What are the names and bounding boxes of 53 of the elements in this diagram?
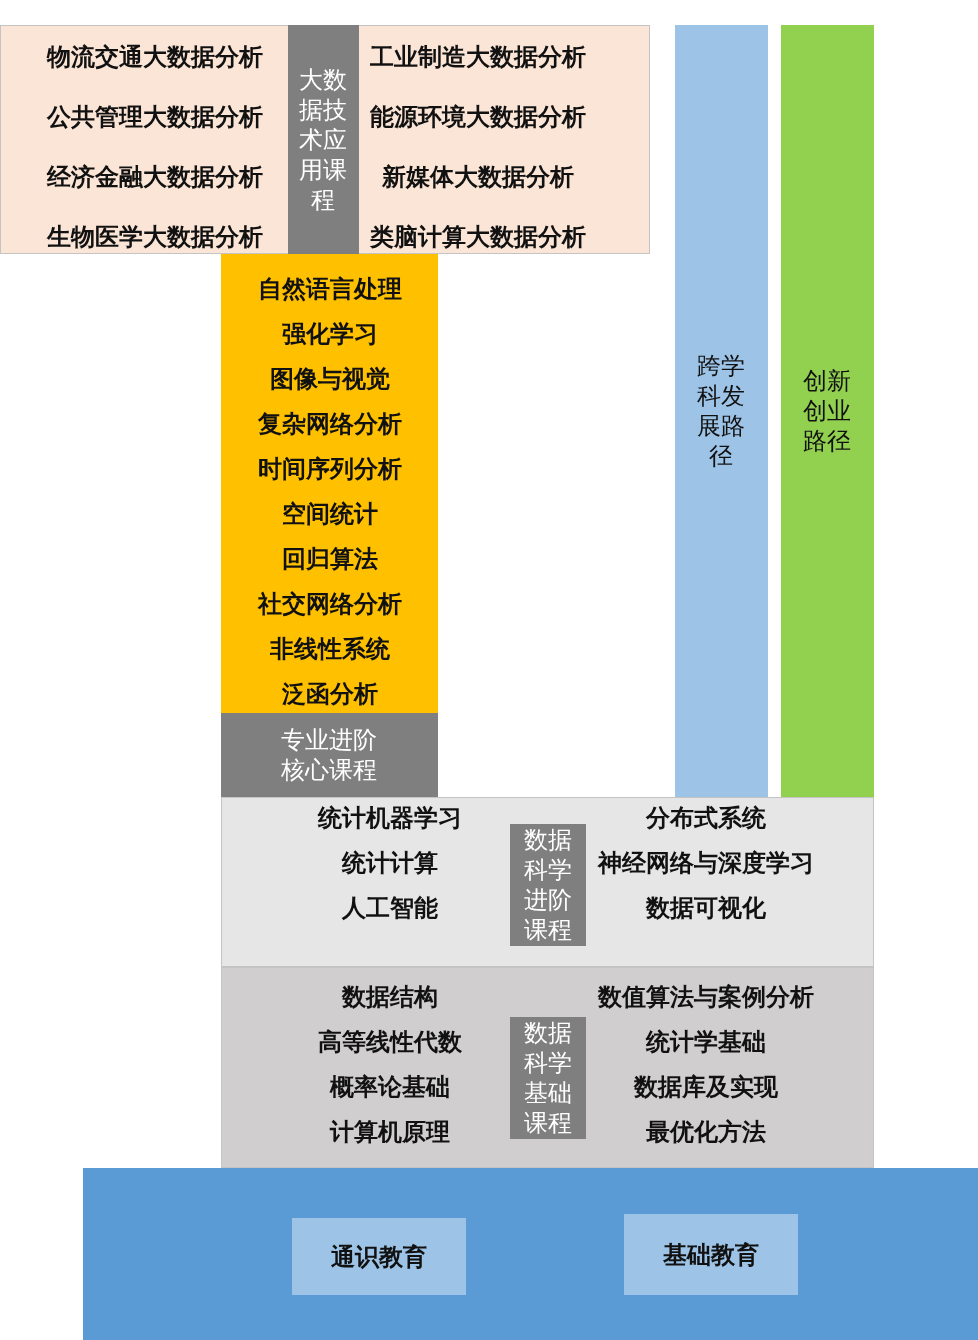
course-name: 时间序列分析 <box>258 454 402 484</box>
course-name: 类脑计算大数据分析 <box>370 222 586 252</box>
course-name: 人工智能 <box>342 893 438 923</box>
pathway-label: 创新创业路径 <box>802 366 853 456</box>
course-name: 分布式系统 <box>646 803 766 833</box>
course-name: 神经网络与深度学习 <box>598 848 814 878</box>
category-tag <box>221 713 438 797</box>
education-label: 基础教育 <box>663 1239 759 1270</box>
course-name: 概率论基础 <box>330 1072 450 1102</box>
course-name: 社交网络分析 <box>258 589 402 619</box>
course-name: 新媒体大数据分析 <box>382 162 574 192</box>
education-label: 通识教育 <box>331 1241 427 1272</box>
course-name: 公共管理大数据分析 <box>47 102 263 132</box>
course-name: 自然语言处理 <box>258 274 402 304</box>
pathway-label: 跨学科发展路径 <box>696 351 747 471</box>
category-tag <box>510 1017 586 1139</box>
course-band <box>0 25 650 254</box>
course-name: 空间统计 <box>282 499 378 529</box>
education-box <box>624 1214 798 1295</box>
category-label: 大数据技术应用课程 <box>298 64 349 215</box>
course-name: 统计学基础 <box>646 1027 766 1057</box>
course-name: 数据结构 <box>342 982 438 1012</box>
course-band <box>221 967 874 1168</box>
course-name: 非线性系统 <box>270 634 390 664</box>
course-name: 生物医学大数据分析 <box>47 222 263 252</box>
course-name: 回归算法 <box>282 544 378 574</box>
pathway-bar <box>781 25 874 797</box>
course-name: 泛函分析 <box>282 679 378 709</box>
course-name: 数值算法与案例分析 <box>598 982 814 1012</box>
course-name: 物流交通大数据分析 <box>47 42 263 72</box>
course-name: 工业制造大数据分析 <box>370 42 586 72</box>
category-label: 数据科学进阶课程 <box>523 825 573 945</box>
course-name: 统计计算 <box>342 848 438 878</box>
course-name: 高等线性代数 <box>318 1027 462 1057</box>
course-name: 数据库及实现 <box>634 1072 778 1102</box>
course-name: 经济金融大数据分析 <box>47 162 263 192</box>
course-name: 数据可视化 <box>646 893 766 923</box>
course-name: 最优化方法 <box>646 1117 766 1147</box>
category-label: 数据科学基础课程 <box>523 1018 573 1138</box>
foundation-band <box>83 1168 978 1340</box>
category-tag <box>288 25 359 254</box>
course-name: 复杂网络分析 <box>258 409 402 439</box>
course-name: 图像与视觉 <box>270 364 390 394</box>
course-name: 能源环境大数据分析 <box>370 102 586 132</box>
education-box <box>292 1218 466 1295</box>
pathway-bar <box>675 25 768 797</box>
category-label: 专业进阶核心课程 <box>280 725 379 785</box>
course-name: 强化学习 <box>282 319 378 349</box>
category-tag <box>510 824 586 946</box>
course-name: 统计机器学习 <box>318 803 462 833</box>
course-band <box>221 797 874 967</box>
course-band <box>221 254 438 713</box>
course-name: 计算机原理 <box>330 1117 450 1147</box>
